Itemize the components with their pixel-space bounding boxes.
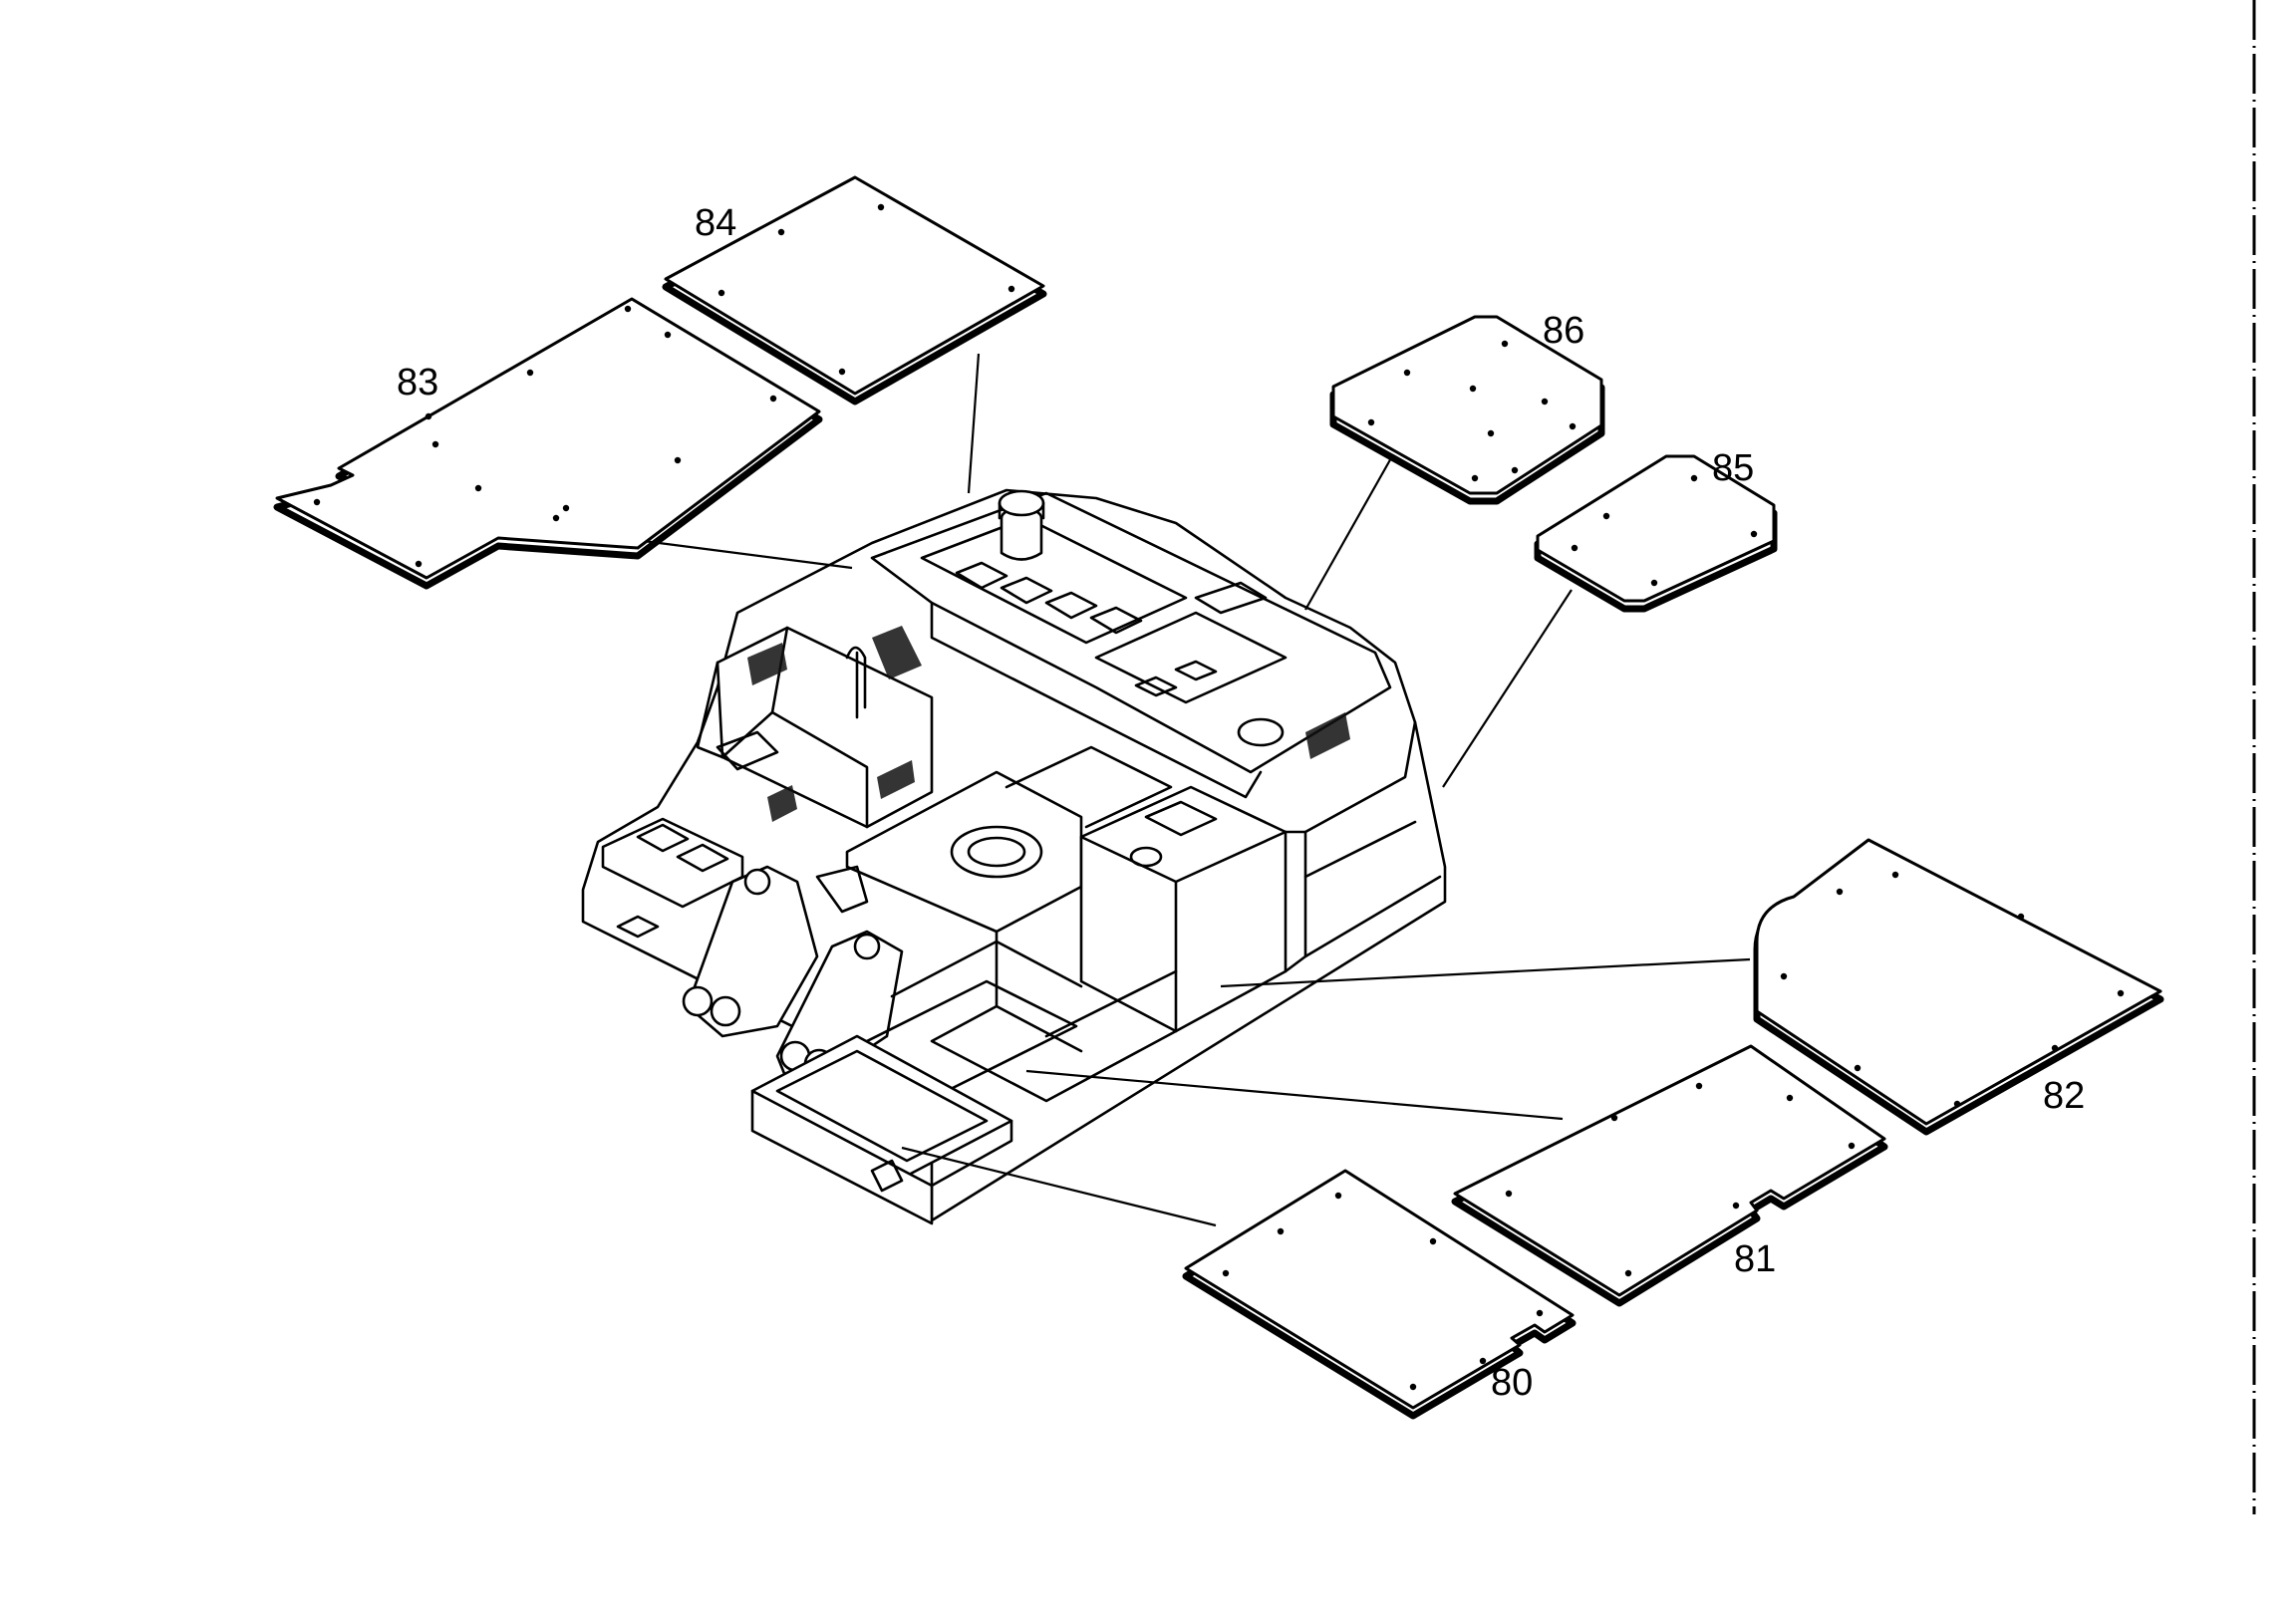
callout-85: 85 bbox=[1712, 447, 1754, 489]
plate-85 bbox=[1534, 454, 1778, 613]
right-engine-box bbox=[1079, 712, 1442, 1033]
plate-81 bbox=[1451, 1044, 1888, 1307]
leader-84 bbox=[967, 353, 981, 494]
callout-83: 83 bbox=[397, 362, 438, 404]
leader-85 bbox=[1442, 589, 1573, 788]
left-engine-cover bbox=[696, 626, 934, 829]
callout-81: 81 bbox=[1734, 1238, 1776, 1280]
leader-86 bbox=[1304, 455, 1393, 611]
callout-86: 86 bbox=[1543, 310, 1584, 352]
plate-82 bbox=[1753, 838, 2164, 1136]
center-swing-frame bbox=[845, 745, 1173, 934]
deck-hatches bbox=[920, 516, 1288, 747]
callout-82: 82 bbox=[2043, 1075, 2085, 1117]
callout-80: 80 bbox=[1491, 1362, 1533, 1404]
leader-83 bbox=[635, 538, 853, 570]
front-tray bbox=[750, 1034, 1013, 1225]
machine-body bbox=[581, 488, 1447, 1225]
plate-86 bbox=[1329, 315, 1605, 505]
leader-81 bbox=[1025, 1069, 1564, 1121]
leader-82 bbox=[1220, 957, 1751, 988]
leader-lines bbox=[635, 353, 1751, 1227]
callout-84: 84 bbox=[695, 202, 736, 244]
leader-80 bbox=[901, 1146, 1217, 1227]
filler-cap bbox=[998, 489, 1045, 561]
plate-84 bbox=[662, 175, 1047, 405]
plate-80 bbox=[1182, 1169, 1577, 1420]
plate-83 bbox=[273, 297, 823, 590]
